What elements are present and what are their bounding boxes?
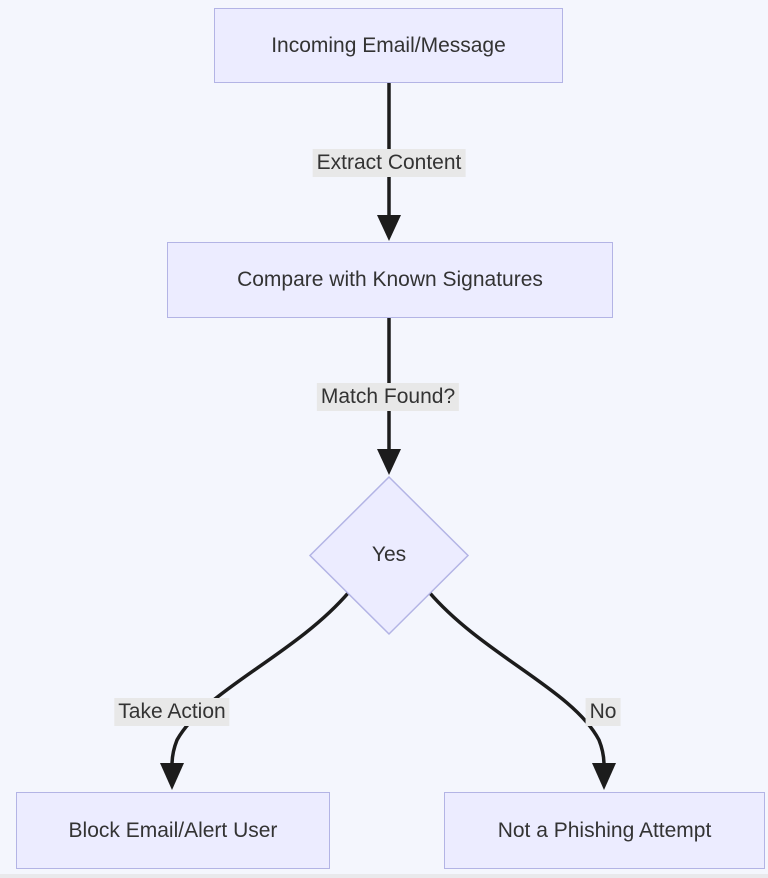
node-incoming-email-message: Incoming Email/Message xyxy=(214,8,563,83)
edge-take-action-line xyxy=(170,590,351,766)
arrowhead-down-icon xyxy=(377,215,401,241)
node-label: Compare with Known Signatures xyxy=(237,268,543,291)
node-label: Incoming Email/Message xyxy=(271,33,506,57)
edge-label-text: Extract Content xyxy=(316,151,462,174)
node-compare-with-known-signatures: Compare with Known Signatures xyxy=(167,242,613,318)
decision-diamond-shape xyxy=(308,475,470,636)
node-label: Block Email/Alert User xyxy=(68,818,278,842)
edge-label-extract-content: Extract Content xyxy=(312,149,466,177)
edge-no-line xyxy=(427,590,606,766)
edge-label-text: Take Action xyxy=(118,700,226,723)
edge-label-match-found: Match Found? xyxy=(316,383,460,411)
arrowhead-down-icon xyxy=(160,763,184,790)
edge-label-text: No xyxy=(589,700,617,723)
arrowhead-down-icon xyxy=(377,449,401,475)
node-not-a-phishing-attempt: Not a Phishing Attempt xyxy=(444,792,765,869)
arrowhead-down-icon xyxy=(592,763,616,790)
node-label: Yes xyxy=(371,543,407,566)
node-decision: Yes xyxy=(372,543,406,567)
window-bottom-edge xyxy=(0,874,768,878)
edge-label-text: Match Found? xyxy=(320,385,456,408)
edge-label-take-action: Take Action xyxy=(114,698,230,726)
edge-label-no: No xyxy=(585,698,621,726)
node-label: Not a Phishing Attempt xyxy=(497,818,712,842)
node-block-email-alert-user: Block Email/Alert User xyxy=(16,792,330,869)
